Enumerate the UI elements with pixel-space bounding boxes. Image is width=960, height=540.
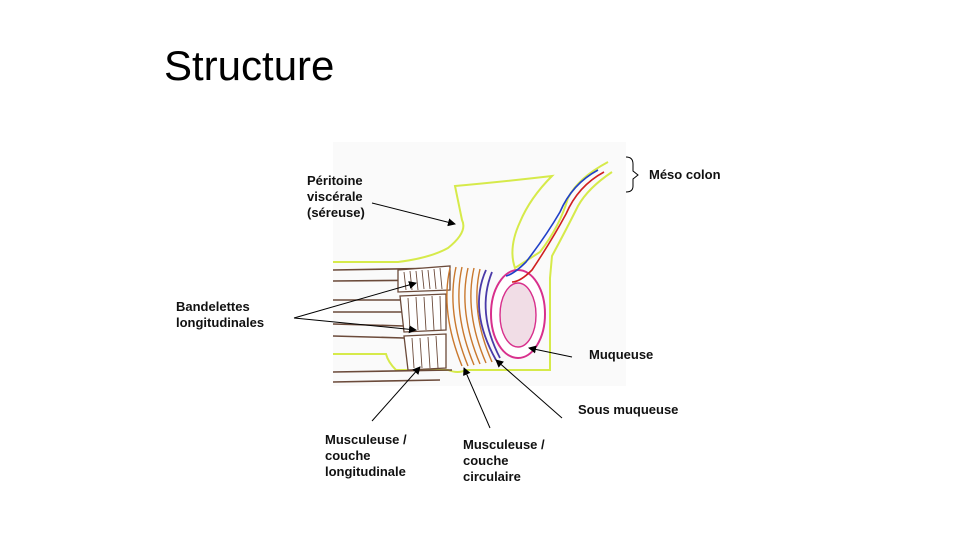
label-bandelettes: Bandelettes longitudinales bbox=[176, 299, 264, 331]
label-bandelettes-line-1: Bandelettes bbox=[176, 299, 250, 314]
mucosa-lumen bbox=[499, 282, 537, 348]
label-muqueuse: Muqueuse bbox=[589, 347, 654, 362]
submucosa-layer bbox=[478, 269, 501, 361]
arrow-sous-muqueuse bbox=[495, 359, 563, 419]
label-meso-colon: Méso colon bbox=[649, 167, 721, 182]
label-musc-circulaire: Musculeuse / couche circulaire bbox=[463, 437, 545, 485]
arrow-bandelettes-lower bbox=[293, 317, 417, 334]
label-peritoine-line-2: viscérale bbox=[307, 189, 363, 204]
label-musc-longitudinale: Musculeuse / couche longitudinale bbox=[325, 432, 407, 480]
slide-title: Structure bbox=[164, 42, 335, 89]
meso-artery bbox=[511, 171, 605, 283]
arrow-peritoine bbox=[371, 202, 456, 227]
meso-vein bbox=[505, 169, 599, 277]
label-musc-circulaire-line-2: couche bbox=[463, 453, 509, 468]
label-musc-longitudinale-line-2: couche bbox=[325, 448, 371, 463]
longitudinal-muscle-hatching bbox=[403, 267, 443, 369]
label-musc-circulaire-line-1: Musculeuse / bbox=[463, 437, 545, 452]
label-peritoine-line-3: (séreuse) bbox=[307, 205, 365, 220]
label-peritoine-line-1: Péritoine bbox=[307, 173, 363, 188]
label-bandelettes-line-2: longitudinales bbox=[176, 315, 265, 330]
label-sous-muqueuse: Sous muqueuse bbox=[578, 402, 679, 417]
arrow-musc-longitudinale bbox=[371, 366, 421, 422]
meso-colon-brace bbox=[625, 156, 639, 193]
longitudinal-muscle-layer bbox=[397, 265, 451, 371]
label-musc-longitudinale-line-3: longitudinale bbox=[325, 464, 406, 479]
label-musc-circulaire-line-3: circulaire bbox=[463, 469, 521, 484]
label-musc-longitudinale-line-1: Musculeuse / bbox=[325, 432, 407, 447]
circular-muscle-layer bbox=[446, 266, 493, 367]
arrow-musc-circulaire bbox=[463, 367, 491, 429]
label-peritoine: Péritoine viscérale (séreuse) bbox=[307, 173, 365, 221]
arrow-muqueuse bbox=[528, 345, 573, 358]
arrow-bandelettes-upper bbox=[293, 281, 417, 319]
